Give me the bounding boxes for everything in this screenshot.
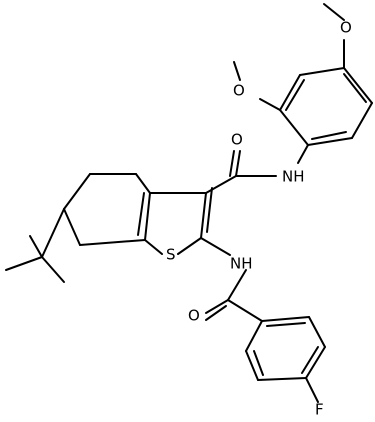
atom-label-nh-benzamide: NH: [230, 255, 253, 273]
atom-labels: O O O NH S NH O F: [166, 19, 352, 419]
atom-label-o-benzamide: O: [188, 307, 200, 325]
tert-butyl-group: [5, 208, 65, 283]
fluorophenyl-ring: [245, 316, 326, 403]
cyclohexene-ring: [63, 173, 151, 246]
atom-label-o-amide: O: [231, 131, 243, 149]
methoxy-top: [323, 3, 345, 69]
atom-label-s-ring: S: [166, 246, 176, 264]
atom-label-o-methoxy-ortho: O: [233, 82, 245, 100]
atom-label-f-para: F: [315, 401, 324, 419]
methoxy-ortho: [233, 61, 281, 111]
thiophene-ring: [137, 187, 213, 255]
benzamide-linkage: [200, 237, 263, 322]
atom-label-nh-amide: NH: [282, 168, 305, 186]
atom-label-o-methoxy-top: O: [340, 19, 352, 37]
dimethoxyphenyl-ring: [279, 67, 373, 146]
